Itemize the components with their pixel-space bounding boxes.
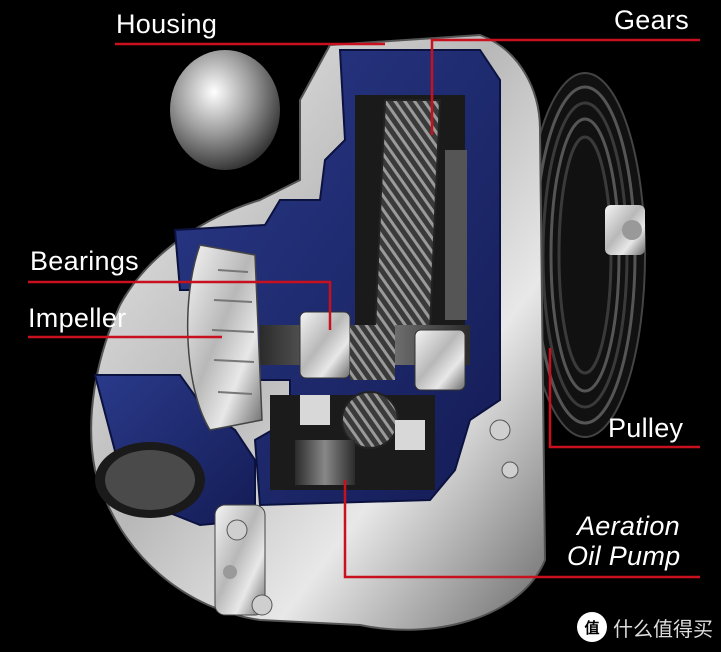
pulley-label: Pulley — [608, 413, 684, 443]
gears-leader-line — [430, 38, 700, 135]
oil-pump-label: Oil Pump — [567, 541, 681, 571]
impeller-label: Impeller — [28, 303, 127, 333]
bearings-leader-line — [28, 280, 332, 330]
gears-label: Gears — [614, 5, 690, 35]
gears-part — [373, 99, 467, 331]
oil-pump-part — [295, 391, 425, 485]
leader-lines — [28, 38, 700, 579]
aeration-leader-line — [343, 480, 700, 579]
clamp-bolts — [214, 419, 519, 616]
pulley-part — [524, 72, 646, 438]
aeration-label: Aeration — [577, 511, 680, 541]
watermark-badge-icon: 值 — [577, 612, 607, 642]
impeller-part — [186, 244, 263, 431]
watermark-text: 什么值得买 — [613, 618, 713, 641]
housing-label: Housing — [116, 9, 218, 39]
bearings-label: Bearings — [30, 246, 139, 276]
pulley-leader-line — [548, 348, 700, 449]
bearings-part — [260, 311, 470, 391]
watermark: 值 什么值得买 — [577, 612, 713, 642]
